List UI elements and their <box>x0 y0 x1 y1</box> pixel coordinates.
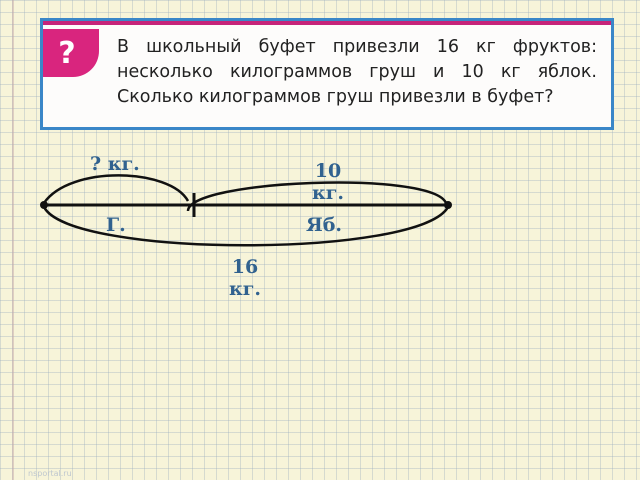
card-top-stripe <box>43 21 611 25</box>
apples-arc <box>186 181 448 212</box>
apples-weight-label: 10 кг. <box>312 160 344 204</box>
apples-label: Яб. <box>306 214 343 236</box>
total-weight-label: 16 кг. <box>229 256 261 300</box>
start-point <box>40 201 48 209</box>
pears-arc <box>42 174 190 204</box>
problem-card: ? В школьный буфет привезли 16 кг фрукто… <box>40 18 614 130</box>
total-arc <box>42 206 450 247</box>
problem-text: В школьный буфет привезли 16 кг фруктов:… <box>117 37 597 107</box>
notebook-margin <box>12 0 14 480</box>
question-icon: ? <box>43 29 99 77</box>
watermark: nsportal.ru <box>28 469 72 478</box>
unknown-weight-label: ? кг. <box>90 153 140 175</box>
pears-label: Г. <box>106 214 126 236</box>
